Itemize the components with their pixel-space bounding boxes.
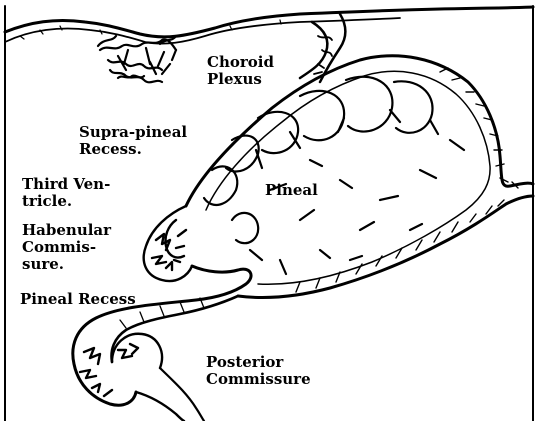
label-third-ventricle: Third Ven- tricle.	[22, 176, 110, 210]
choroid-membrane-fringe	[20, 20, 281, 42]
label-choroid-plexus: Choroid Plexus	[207, 54, 274, 88]
choroid-membrane	[5, 7, 533, 37]
label-pineal: Pineal	[265, 182, 318, 199]
plexus-stalk-detail	[314, 36, 332, 74]
posterior-commissure-body	[160, 368, 204, 421]
label-supra-pineal-recess: Supra-pineal Recess.	[79, 124, 187, 158]
pineal-capsule-inner	[206, 71, 490, 284]
habenular-commissure	[144, 206, 192, 281]
label-posterior-commissure: Posterior Commissure	[206, 354, 311, 388]
pineal-lobules	[204, 77, 464, 274]
label-habenular-commissure: Habenular Commis- sure.	[22, 222, 111, 273]
label-pineal-recess: Pineal Recess	[20, 291, 136, 308]
